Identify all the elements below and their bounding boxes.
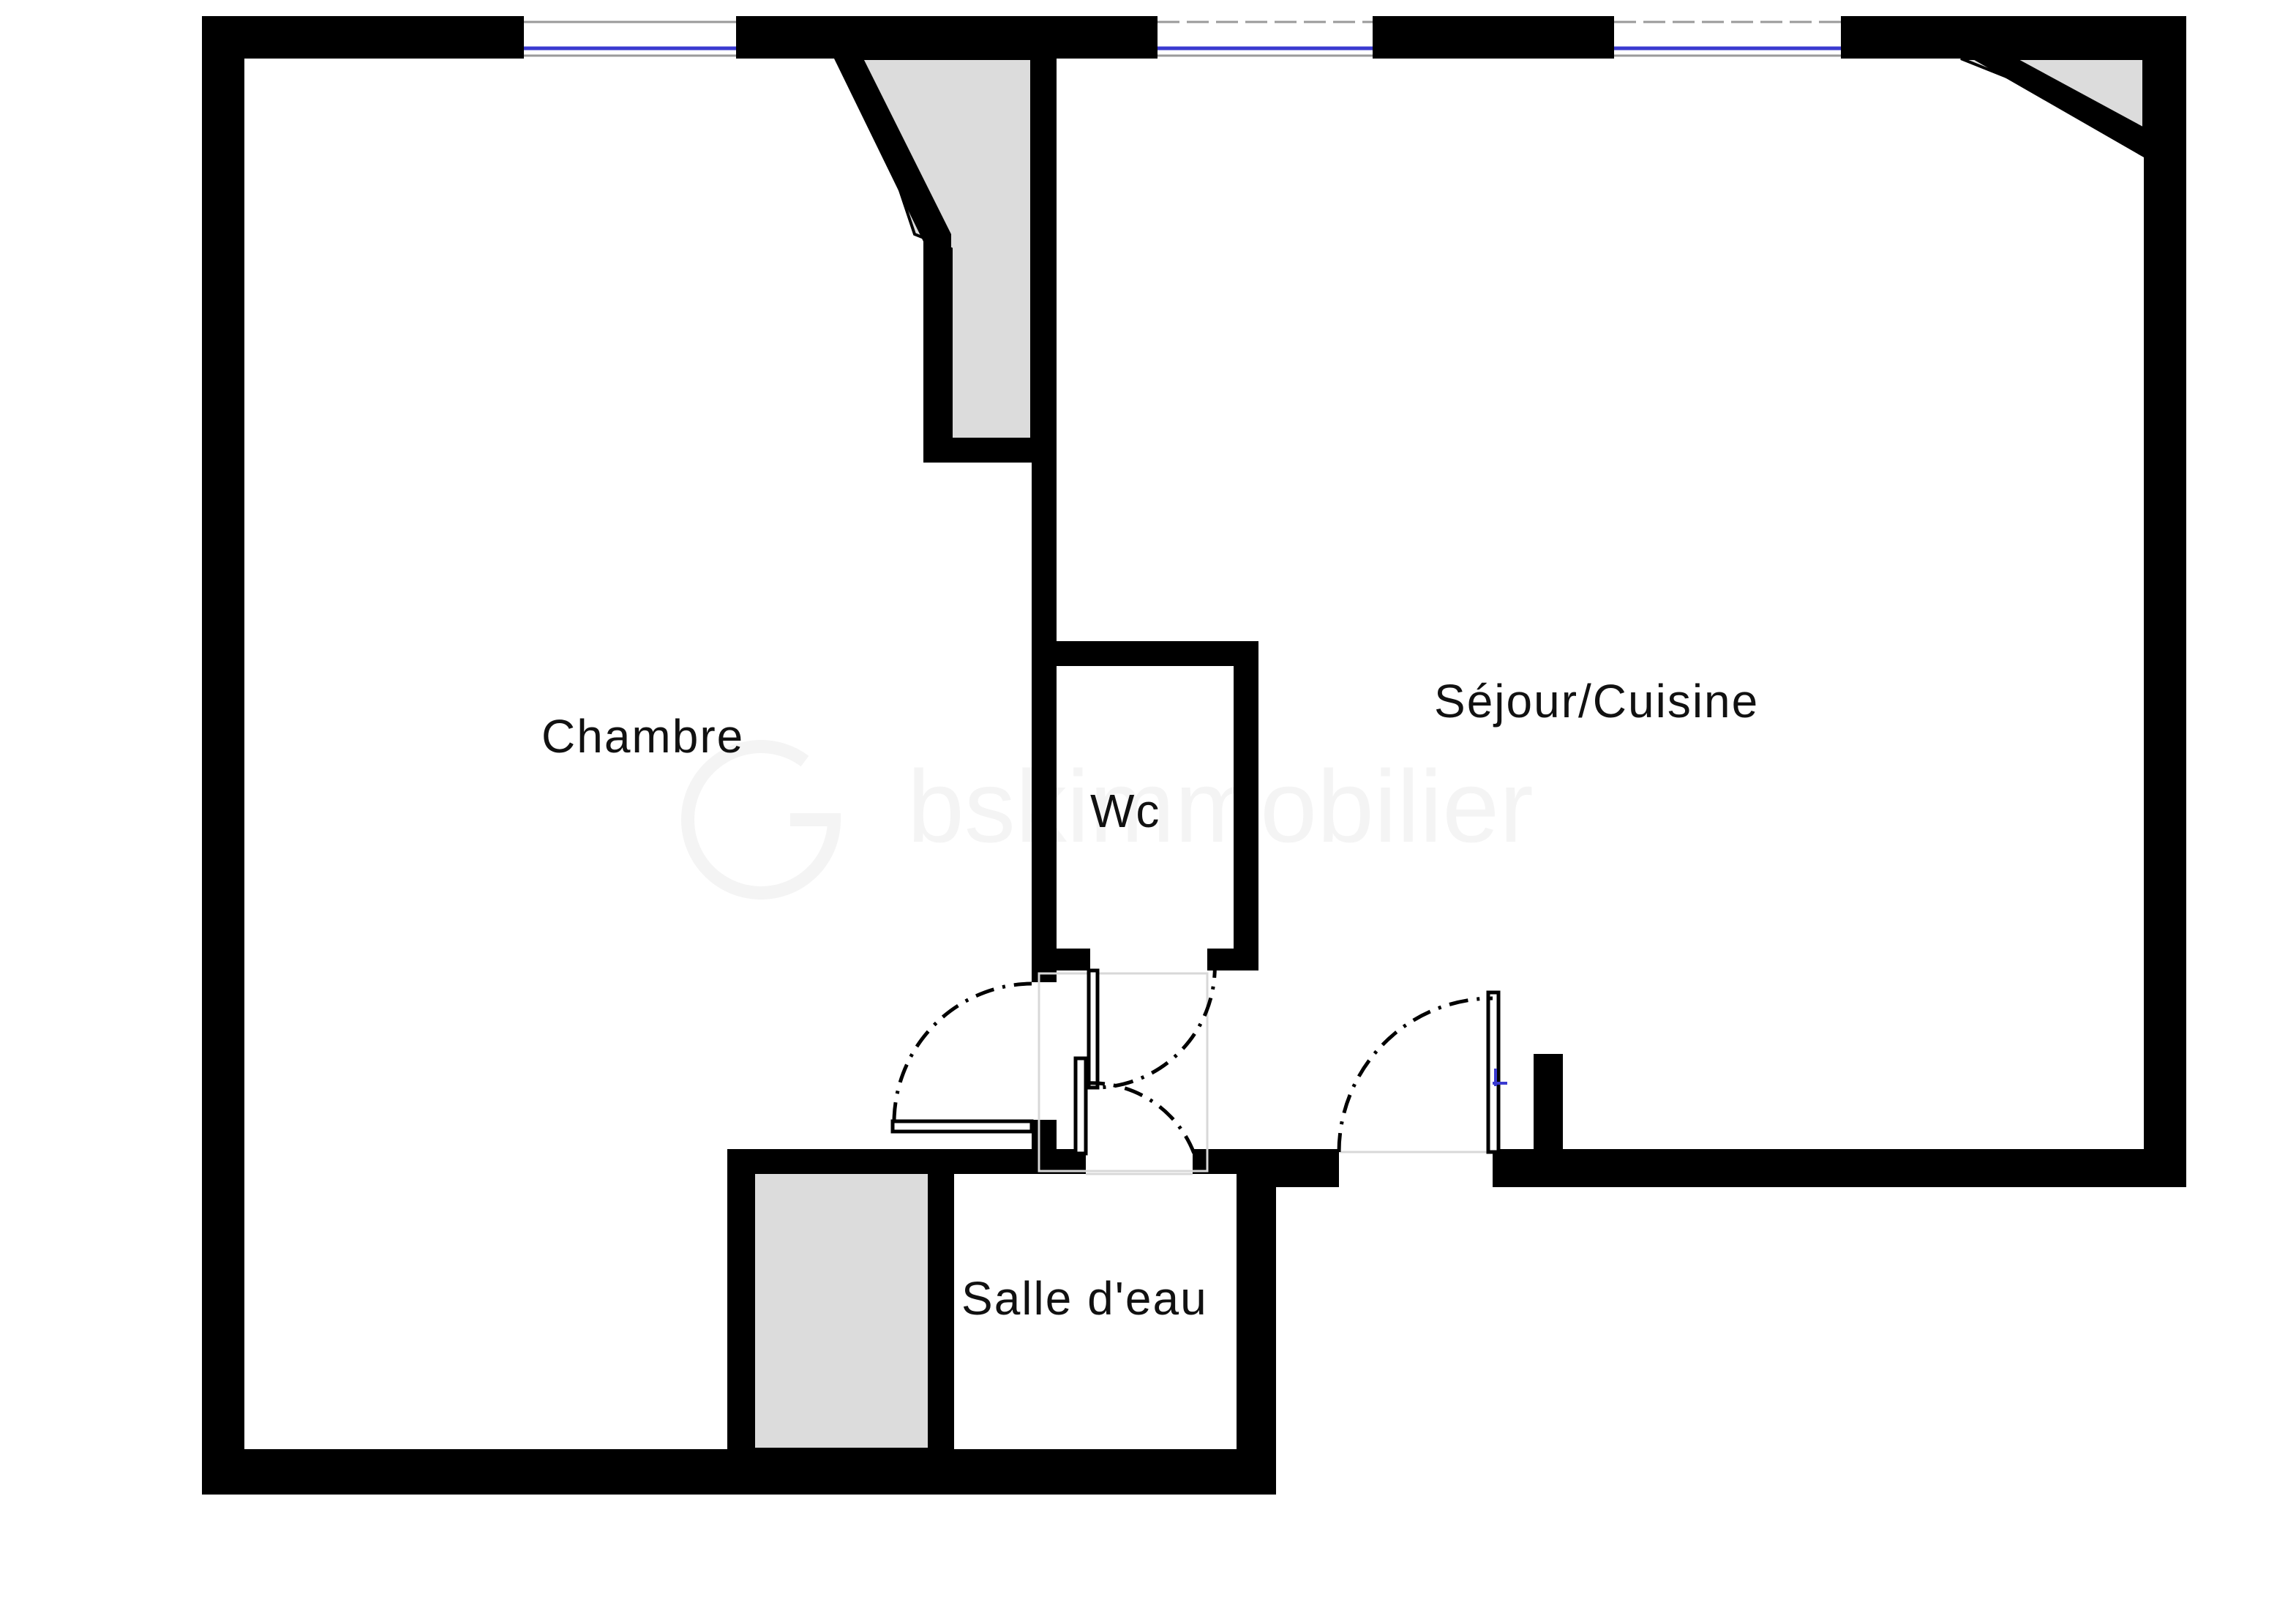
wall-top-2: [736, 16, 1158, 59]
wall-sejour-stub: [1534, 1054, 1563, 1164]
walls: [202, 16, 2186, 1495]
wall-center: [1032, 16, 1057, 982]
watermark: bskimmobilier: [681, 740, 1534, 900]
window-sejour-2: [1614, 20, 1841, 57]
room-labels: Chambre Séjour/Cuisine Wc Salle d'eau: [541, 675, 1759, 1325]
wall-top-1: [202, 16, 524, 59]
wall-sejour-bottom: [1493, 1149, 2186, 1187]
label-sejour: Séjour/Cuisine: [1434, 675, 1759, 728]
wall-sde-top-left: [727, 1149, 1086, 1174]
wall-hall-bottom: [1237, 1149, 1339, 1187]
wall-sde-right: [1237, 1149, 1276, 1495]
wall-sejour-diagonal: [1946, 44, 2166, 161]
watermark-text: bskimmobilier: [907, 749, 1534, 864]
doors: [890, 958, 1507, 1156]
label-chambre: Chambre: [541, 710, 744, 763]
door-salle-eau: [1073, 1056, 1196, 1156]
door-sejour: [1337, 990, 1507, 1154]
wall-wc-right: [1234, 641, 1258, 970]
wall-wc-bottom-left: [1032, 949, 1090, 970]
door-chambre: [890, 981, 1034, 1134]
label-salle-eau: Salle d'eau: [961, 1272, 1208, 1325]
wall-shaft-diag: [834, 59, 951, 249]
wall-sde-left: [727, 1149, 754, 1493]
label-wc: Wc: [1090, 785, 1160, 837]
wall-right: [2144, 16, 2186, 1187]
wall-top-4: [1841, 16, 2186, 59]
watermark-logo-icon: [681, 740, 841, 900]
wall-chambre-door-stub: [1032, 1120, 1057, 1164]
thresholds: [1038, 972, 1493, 1175]
wall-shaft-left: [923, 242, 951, 461]
window-chambre: [524, 20, 736, 57]
window-sejour-1: [1158, 20, 1373, 57]
windows: [524, 20, 1841, 57]
wall-wc-top: [1032, 641, 1258, 666]
wall-top-3: [1373, 16, 1614, 59]
wall-sde-inner: [929, 1164, 954, 1456]
wall-left: [202, 16, 244, 1495]
door-wc: [1087, 958, 1217, 1090]
wall-shaft-bottom: [923, 439, 1040, 463]
shaft-salle-eau: [752, 1170, 931, 1451]
